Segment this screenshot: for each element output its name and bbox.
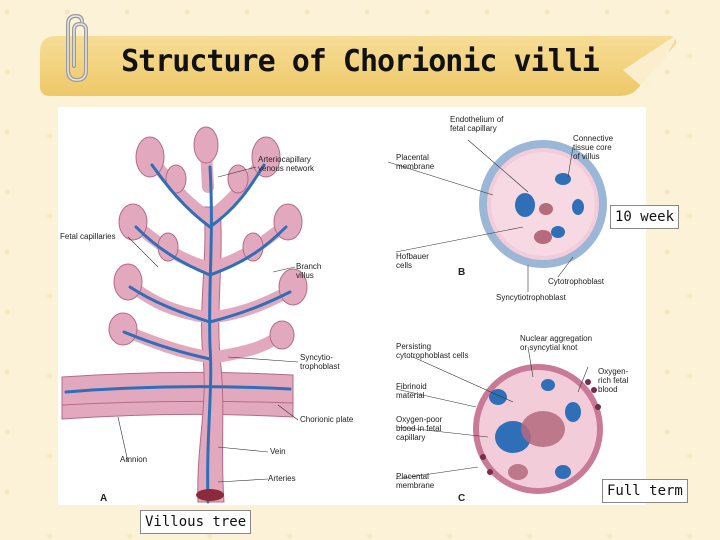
callout-10-week: 10 week [610,205,680,229]
label-syncytiotrophoblast-a: Syncytio- trophoblast [300,353,340,371]
villi-illustration [61,126,607,504]
villus-cross-section-full-term [395,346,603,494]
label-cytotrophoblast: Cytotrophoblast [548,277,605,286]
label-nuclear-aggregation: Nuclear aggregation or syncytial knot [520,334,593,352]
villous-tree-drawing [61,126,308,504]
label-chorionic-plate: Chorionic plate [300,415,354,424]
paperclip-icon [66,14,88,83]
label-oxygen-rich: Oxygen- rich fetal blood [598,367,629,394]
label-arteries: Arteries [268,474,296,483]
label-fibrinoid: Fibrinoid material [396,382,427,400]
panel-label-c: C [458,493,466,504]
label-persisting: Persisting cytotrophoblast cells [396,342,469,360]
panel-label-b: B [458,267,466,278]
label-syncytiotrophoblast-b: Syncytiotrophoblast [496,293,566,302]
label-amnion: Amnion [120,455,148,464]
figure-panel: A B C Arteriocapillary venous network Fe… [58,107,646,505]
label-branch-villus: Branch villus [296,262,322,280]
label-connective-tissue: Connective tissue core of villus [573,134,614,161]
label-endothelium: Endothelium of fetal capillary [450,115,504,133]
label-placental-membrane-c: Placental membrane [396,472,435,490]
label-arteriocapillary: Arteriocapillary venous network [258,155,315,173]
callout-full-term: Full term [602,479,688,503]
panel-label-a: A [100,493,108,504]
title-banner [40,34,678,96]
label-vein: Vein [270,447,286,456]
page-title: Structure of Chorionic villi [121,44,600,79]
label-fetal-capillaries: Fetal capillaries [60,232,116,241]
callout-villous-tree: Villous tree [140,510,252,534]
label-hofbauer: Hofbauer cells [396,252,429,270]
villus-cross-section-10-week [387,139,607,292]
label-oxygen-poor: Oxygen-poor blood in fetal capillary [396,415,443,442]
label-placental-membrane-b: Placental membrane [396,153,435,171]
